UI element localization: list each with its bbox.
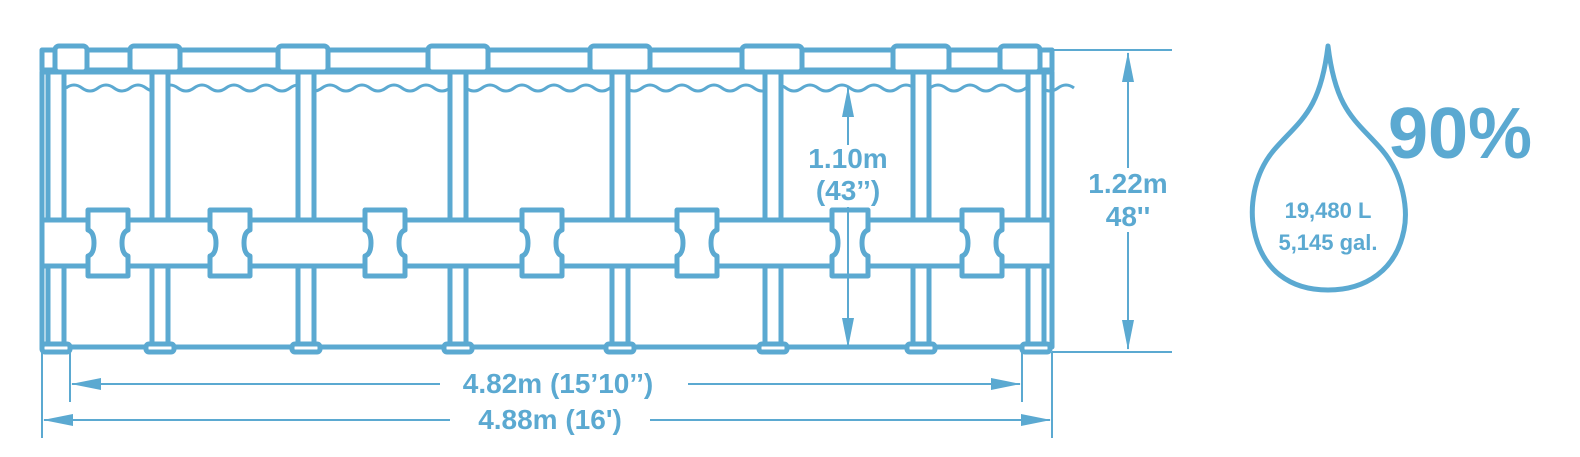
water-height-in-label: (43’’) bbox=[816, 175, 880, 206]
water-drop-icon bbox=[1249, 43, 1408, 293]
capacity-liters-label: 19,480 L bbox=[1285, 198, 1372, 223]
legs bbox=[45, 69, 1047, 350]
pool-wall bbox=[39, 69, 1055, 350]
wall-height-in-label: 48'' bbox=[1106, 201, 1150, 232]
leg-feet bbox=[39, 341, 1053, 355]
rail-joints bbox=[52, 43, 1043, 75]
outer-width-label: 4.88m (16') bbox=[478, 404, 622, 435]
water-height-m-label: 1.10m bbox=[808, 143, 887, 174]
inner-width-label: 4.82m (15’10’’) bbox=[463, 368, 653, 399]
water-line bbox=[65, 83, 1075, 93]
belt-buckles bbox=[85, 207, 1005, 279]
wall-height-m-label: 1.22m bbox=[1088, 168, 1167, 199]
dimension-lines bbox=[41, 49, 1172, 438]
fill-percent-label: 90% bbox=[1388, 94, 1532, 174]
pool-frame bbox=[39, 43, 1075, 355]
capacity-indicator: 19,480 L 5,145 gal. 90% bbox=[1249, 43, 1532, 293]
capacity-gallons-label: 5,145 gal. bbox=[1278, 230, 1377, 255]
dimension-labels: 1.10m (43’’) 1.22m 48'' 4.82m (15’10’’) … bbox=[463, 143, 1168, 435]
